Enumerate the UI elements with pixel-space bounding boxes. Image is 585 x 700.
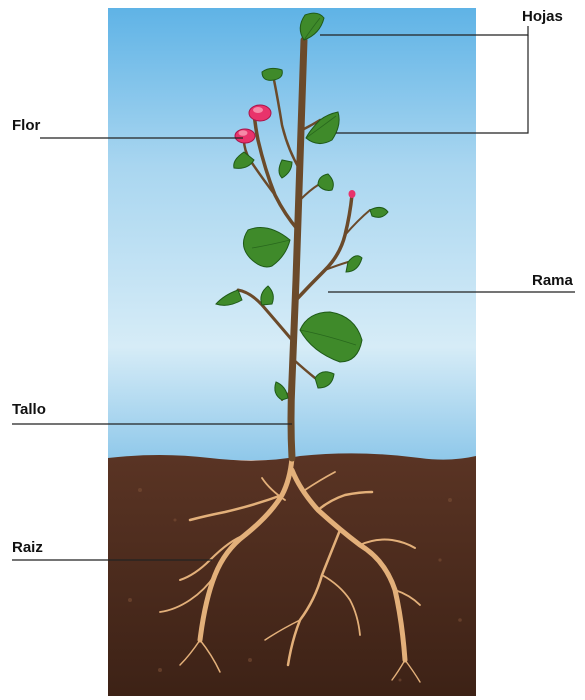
label-hojas: Hojas — [522, 8, 563, 25]
flower-lower — [235, 129, 255, 143]
flower-bud — [349, 190, 356, 198]
flower-top — [249, 105, 271, 121]
soil — [108, 453, 476, 696]
label-rama: Rama — [532, 272, 573, 289]
label-flor: Flor — [12, 117, 40, 134]
label-raiz: Raiz — [12, 539, 43, 556]
label-tallo: Tallo — [12, 401, 46, 418]
leaf-upper-left — [262, 68, 282, 80]
